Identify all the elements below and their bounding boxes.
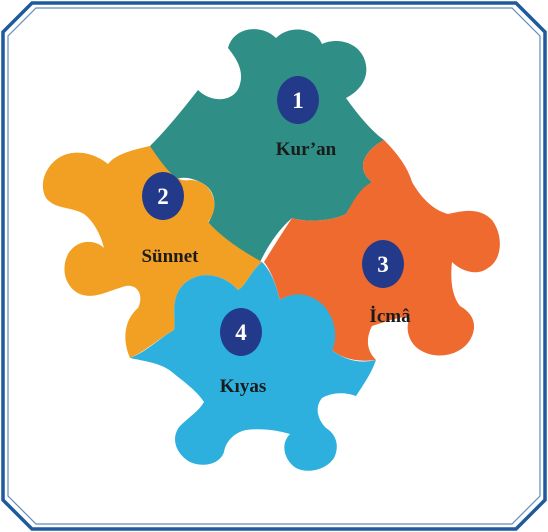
badge-number-4: 4 [235, 320, 247, 345]
badge-1 [277, 76, 319, 124]
puzzle-piece-kiyas [130, 262, 376, 471]
frame-inner-border [7, 7, 541, 525]
badge-number-3: 3 [377, 252, 389, 277]
piece-icma-group: 3 İcmâ [362, 240, 411, 327]
piece-kuran-group: 1 Kur’an [276, 76, 337, 160]
badge-number-2: 2 [157, 184, 169, 209]
puzzle-piece-sunnet [42, 146, 263, 358]
badge-3 [362, 240, 404, 288]
piece-label-kuran: Kur’an [276, 139, 337, 160]
piece-label-sunnet: Sünnet [141, 246, 199, 267]
piece-sunnet-group: 2 Sünnet [141, 172, 199, 267]
piece-kiyas-group: 4 Kıyas [220, 308, 266, 397]
badge-number-1: 1 [292, 88, 304, 113]
piece-label-icma: İcmâ [369, 306, 411, 327]
badge-4 [220, 308, 262, 356]
puzzle-piece-kuran [150, 29, 384, 263]
piece-label-kiyas: Kıyas [220, 376, 266, 397]
badge-2 [142, 172, 184, 220]
